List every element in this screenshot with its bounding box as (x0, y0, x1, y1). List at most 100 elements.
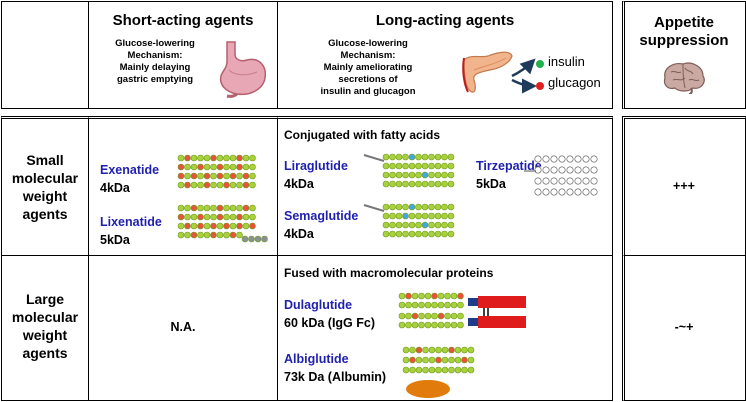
residue (434, 230, 442, 238)
residue (395, 221, 403, 229)
residue (229, 154, 237, 162)
residue (558, 166, 566, 174)
residue (184, 163, 191, 171)
residue (223, 213, 230, 221)
short-mechanism-line: gastric emptying (116, 74, 194, 85)
residue (428, 230, 435, 238)
residue (216, 204, 224, 212)
residue (558, 177, 566, 185)
residue (402, 221, 409, 229)
residue (542, 155, 550, 163)
residue (447, 221, 455, 229)
residue (590, 155, 598, 163)
residue (184, 222, 191, 230)
residue (184, 213, 191, 221)
residue (434, 162, 442, 170)
residue (203, 204, 211, 212)
residue (398, 292, 406, 300)
linker (468, 318, 478, 326)
residue (415, 366, 423, 374)
residue (210, 213, 217, 221)
drug-name-dulaglutide: Dulaglutide (284, 298, 353, 312)
residue (216, 213, 224, 221)
residue (382, 162, 390, 170)
residue (411, 301, 419, 309)
residue (389, 212, 396, 220)
residue (418, 292, 425, 300)
residue (418, 312, 425, 320)
residue (409, 356, 416, 364)
residue (431, 321, 438, 329)
residue (590, 177, 598, 185)
residue (203, 172, 211, 180)
residue (402, 153, 409, 161)
fatty-acid-chain (363, 204, 385, 212)
residue (395, 162, 403, 170)
residue (447, 212, 455, 220)
residue (434, 153, 442, 161)
residue (261, 235, 268, 243)
drug-weight-tirzepatide: 5kDa (476, 177, 506, 191)
residue (434, 212, 442, 220)
residue (409, 366, 416, 374)
residue (249, 222, 256, 230)
hormone-arrows (511, 58, 537, 94)
residue (428, 162, 435, 170)
residue (382, 171, 390, 179)
disulfide-bond (483, 308, 489, 316)
residue (542, 166, 550, 174)
residue (203, 154, 211, 162)
header-short-acting-cell: Short-acting agents Glucose-lowering Mec… (88, 1, 278, 109)
residue (242, 222, 250, 230)
residue (236, 222, 243, 230)
row-label-line: molecular (11, 170, 79, 186)
residue (431, 301, 438, 309)
residue (229, 172, 237, 180)
residue (434, 203, 442, 211)
residue (197, 181, 204, 189)
residue (422, 366, 429, 374)
residue (223, 204, 230, 212)
residue (534, 177, 542, 185)
long-mechanism-line: insulin and glucagon (320, 86, 416, 97)
residue (421, 203, 429, 211)
residue (457, 301, 464, 309)
residue (241, 235, 249, 243)
residue (223, 181, 230, 189)
residue (395, 230, 403, 238)
not-applicable-value: N.A. (170, 320, 196, 334)
residue (441, 203, 448, 211)
residue (389, 171, 396, 179)
residue (389, 162, 396, 170)
residue (441, 356, 449, 364)
insulin-label: insulin (548, 54, 585, 69)
residue (566, 166, 574, 174)
residue (450, 312, 458, 320)
residue (448, 366, 455, 374)
residue (441, 221, 448, 229)
residue (422, 346, 429, 354)
drug-name-albiglutide: Albiglutide (284, 352, 349, 366)
residue (382, 212, 390, 220)
residue (190, 231, 198, 239)
drug-weight-lixenatide: 5kDa (100, 233, 130, 247)
residue (229, 204, 237, 212)
short-mechanism-line: Mainly delaying (119, 62, 191, 73)
residue (236, 154, 243, 162)
residue (184, 181, 191, 189)
residue (203, 163, 211, 171)
residue (402, 203, 409, 211)
fc-domain (478, 296, 526, 308)
row-label-line: molecular (11, 309, 79, 325)
residue (444, 321, 451, 329)
residue (190, 222, 198, 230)
fc-domain (478, 316, 526, 328)
albiglutide-structure (402, 346, 475, 398)
residue (550, 166, 558, 174)
residue (534, 155, 542, 163)
residue (411, 312, 419, 320)
residue (441, 171, 448, 179)
residue (382, 203, 390, 211)
residue (415, 346, 423, 354)
